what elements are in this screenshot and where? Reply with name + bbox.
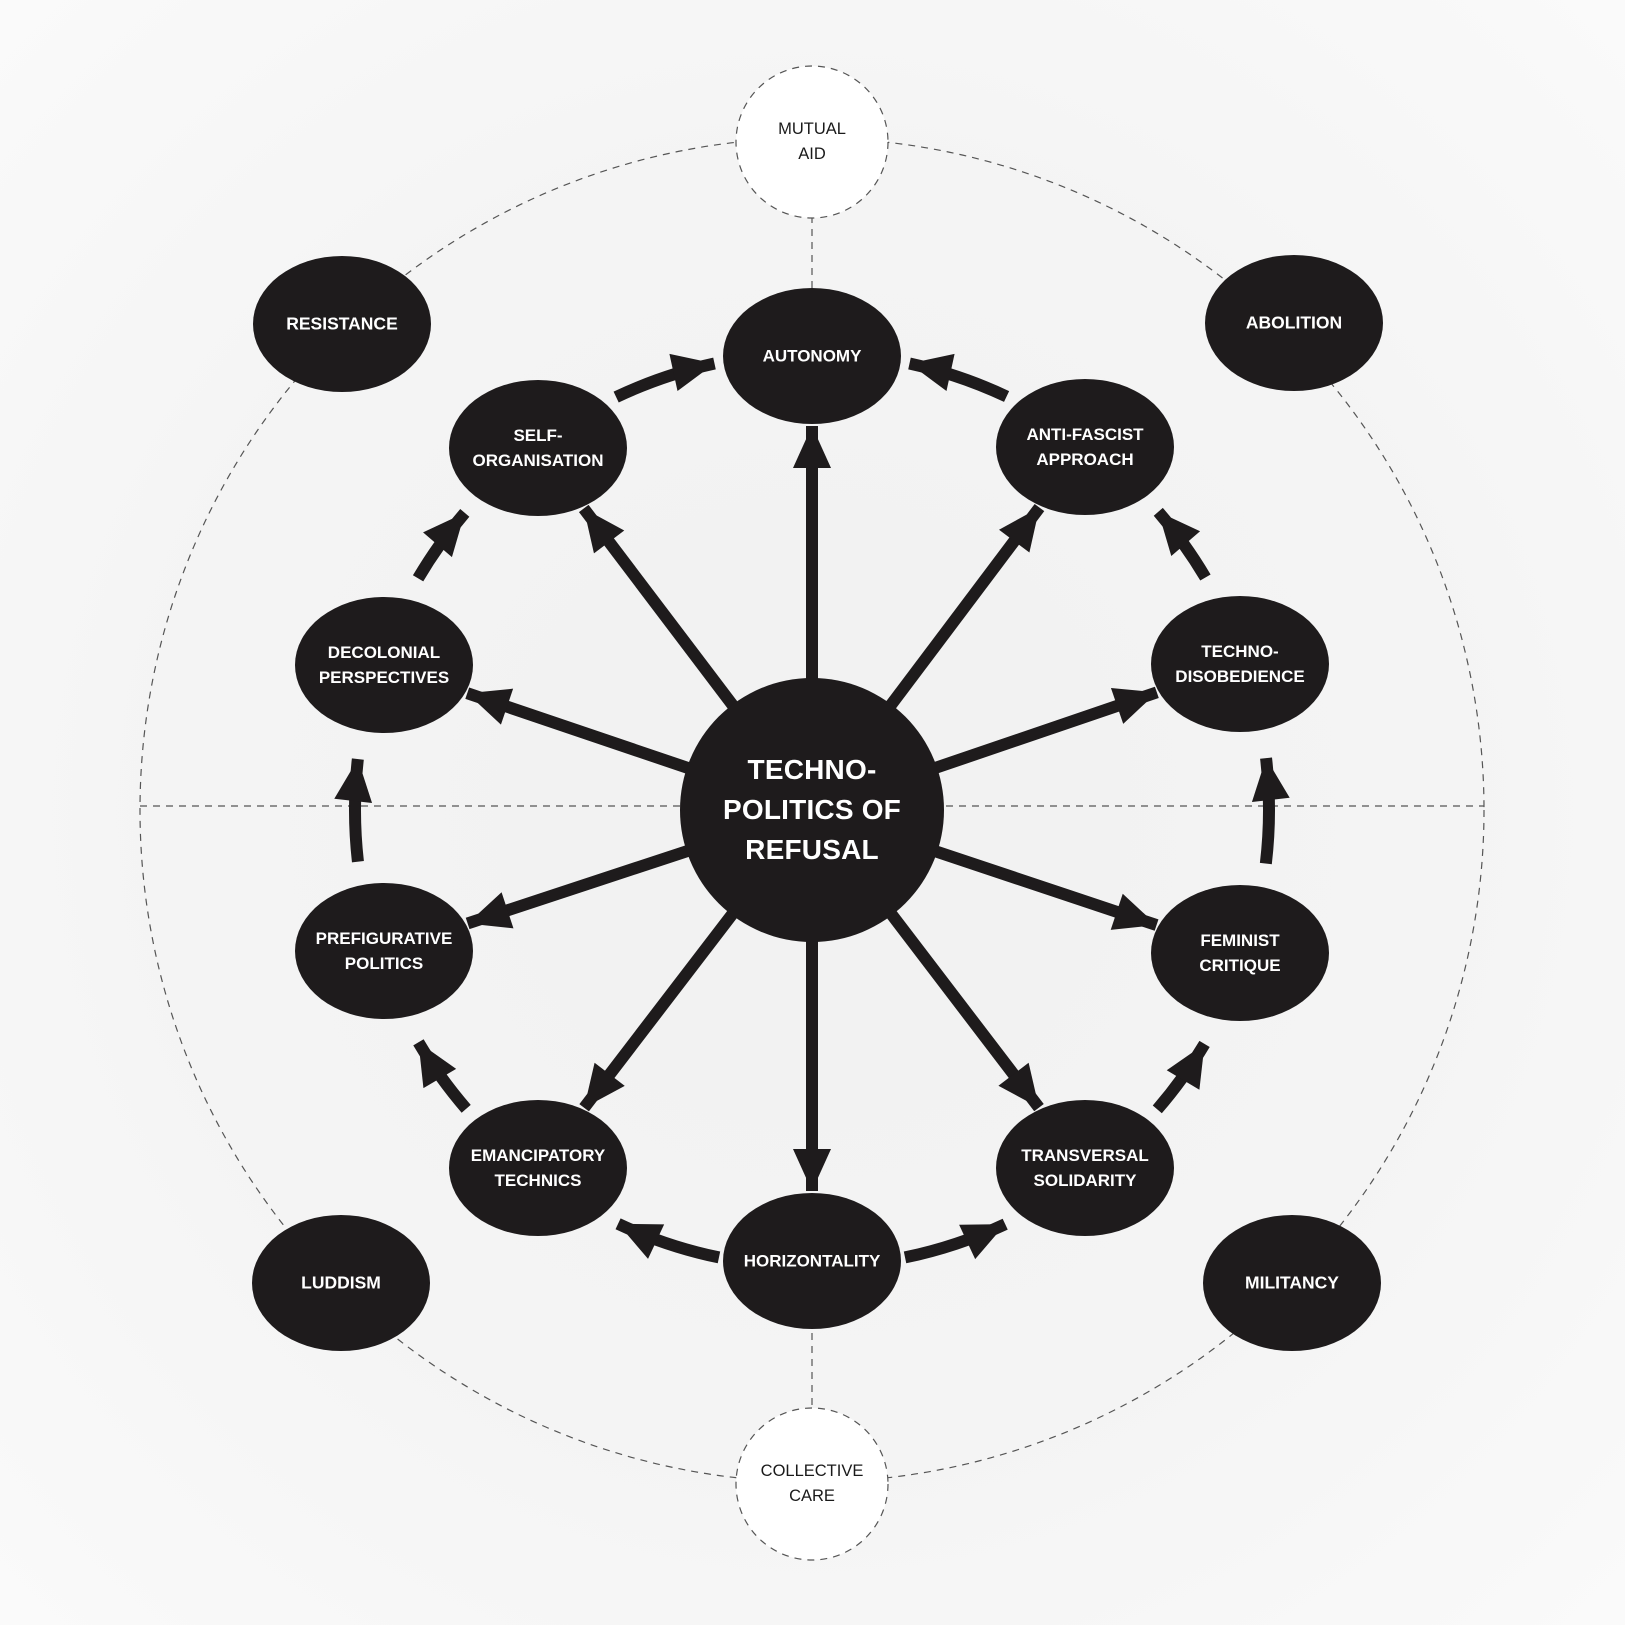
arrow-center-to-self-organisation: [578, 504, 742, 715]
arrow-center-to-anti-fascist-approach: [881, 503, 1045, 715]
arrow-decolonial-perspectives-to-self-organisation: [412, 508, 470, 582]
node-feminist-critique: [1151, 885, 1329, 1021]
node-transversal-solidarity: [996, 1100, 1174, 1236]
arrow-horizontality-to-emancipatory-technics: [615, 1218, 721, 1264]
center-arrows: [465, 426, 1159, 1191]
arrow-center-to-prefigurative-politics: [465, 843, 697, 930]
node-self-organisation: [449, 380, 627, 516]
node-techno-disobedience: [1151, 596, 1329, 732]
node-prefigurative-politics: [295, 883, 473, 1019]
arrow-center-to-decolonial-perspectives: [465, 687, 697, 776]
dashed-node-mutual-aid: [735, 65, 889, 219]
outer-node-resistance: [253, 256, 431, 392]
arrow-horizontality-to-transversal-solidarity: [903, 1218, 1008, 1264]
arrow-prefigurative-politics-to-decolonial-perspectives: [334, 758, 373, 863]
cycle-arrows: [334, 353, 1290, 1264]
outer-node-militancy: [1203, 1215, 1381, 1351]
arrow-emancipatory-technics-to-prefigurative-politics: [413, 1039, 471, 1113]
arrow-self-organisation-to-autonomy: [613, 353, 716, 403]
arrow-feminist-critique-to-techno-disobedience: [1251, 757, 1290, 865]
center-node: [680, 678, 944, 942]
arrow-center-to-emancipatory-technics: [579, 904, 742, 1112]
arrow-center-to-feminist-critique: [927, 843, 1159, 931]
node-horizontality: [723, 1193, 901, 1329]
node-decolonial-perspectives: [295, 597, 473, 733]
nodes: [252, 65, 1383, 1561]
arrow-center-to-transversal-solidarity: [882, 904, 1044, 1112]
outer-node-luddism: [252, 1215, 430, 1351]
node-emancipatory-technics: [449, 1100, 627, 1236]
dashed-node-collective-care: [735, 1407, 889, 1561]
arrow-transversal-solidarity-to-feminist-critique: [1152, 1040, 1210, 1114]
outer-node-abolition: [1205, 255, 1383, 391]
node-autonomy: [723, 288, 901, 424]
node-anti-fascist-approach: [996, 379, 1174, 515]
arrow-techno-disobedience-to-anti-fascist-approach: [1153, 507, 1211, 581]
arrow-anti-fascist-approach-to-autonomy: [908, 353, 1010, 402]
arrow-center-to-techno-disobedience: [927, 686, 1159, 776]
